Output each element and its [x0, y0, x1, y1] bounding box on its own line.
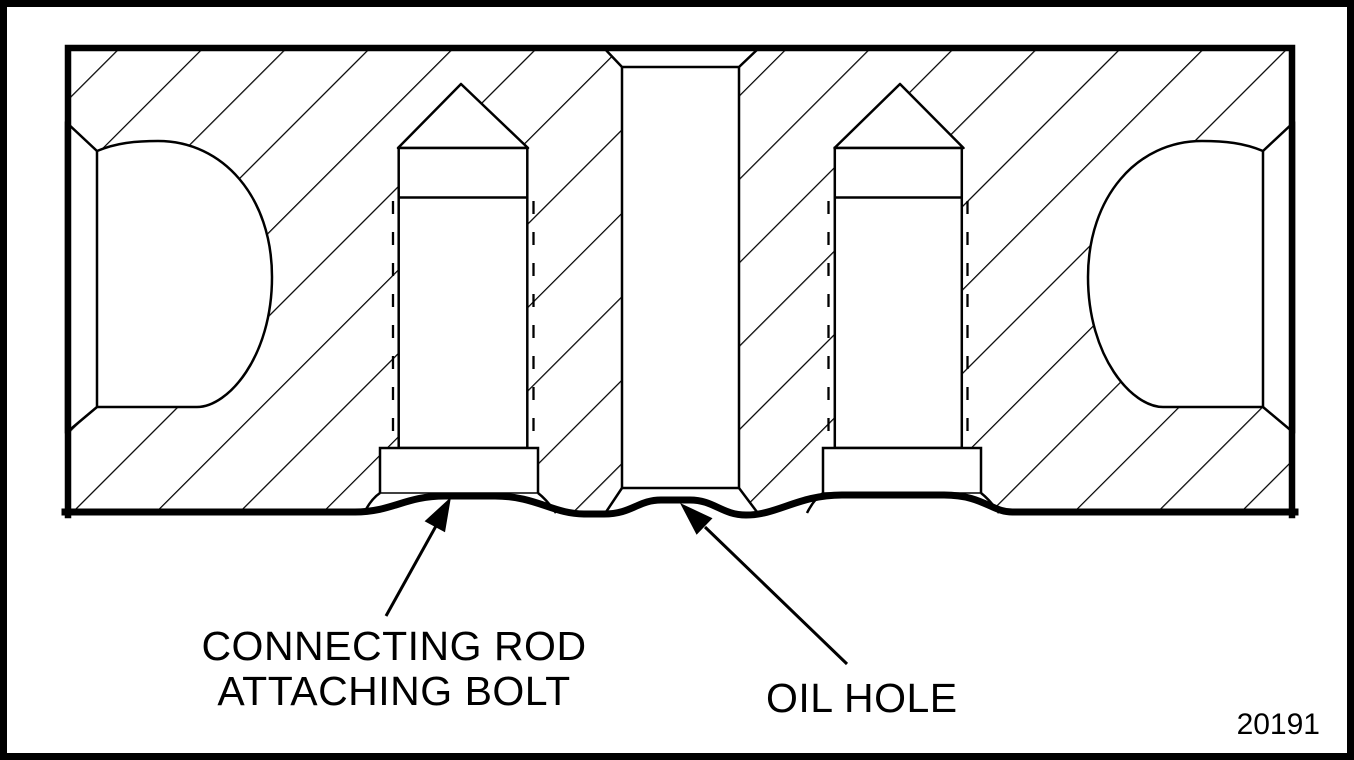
- bolt-label: CONNECTING ROD ATTACHING BOLT: [144, 624, 644, 714]
- left-recess: [64, 120, 274, 435]
- bolt-label-line2: ATTACHING BOLT: [217, 668, 571, 714]
- figure-number: 20191: [1236, 708, 1320, 741]
- oil-hole-arrowhead-icon: [680, 503, 713, 535]
- bolt-leader-arrow: [384, 497, 451, 617]
- right-recess: [1086, 120, 1296, 435]
- oil-hole-label: OIL HOLE: [766, 675, 958, 721]
- oil-hole-leader-arrow: [680, 503, 849, 666]
- left-bolt-shank: [397, 146, 529, 450]
- oil-hole-channel: [602, 45, 761, 515]
- bearing-surface-line: [61, 491, 1299, 519]
- right-bolt-shank: [833, 146, 964, 450]
- right-bolt-head: [805, 448, 1000, 514]
- bolt-label-line1: CONNECTING ROD: [201, 623, 587, 669]
- section-outline: [64, 44, 1296, 519]
- bolt-arrowhead-icon: [424, 497, 451, 533]
